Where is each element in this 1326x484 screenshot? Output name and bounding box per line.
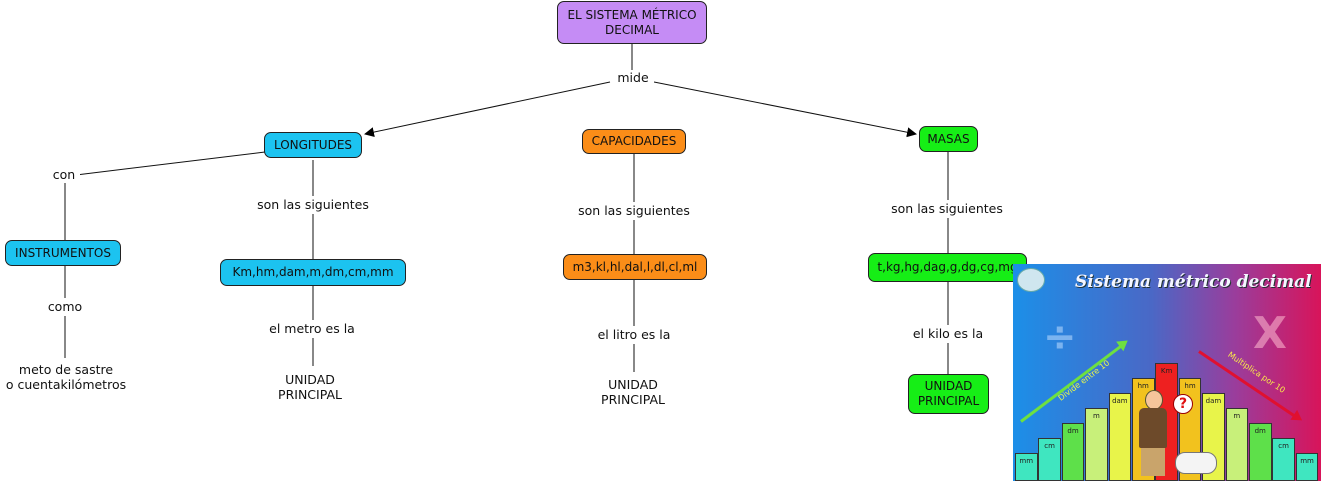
capacidades-node[interactable]: CAPACIDADES — [582, 129, 686, 154]
divide-icon: ÷ — [1043, 314, 1077, 360]
longitudes-unidad-line-1: UNIDAD — [285, 372, 335, 387]
illustration-title: Sistema métrico decimal — [1075, 272, 1312, 292]
capacidades-unidad-line-1: UNIDAD — [608, 377, 658, 392]
unit-bar-m: m — [1085, 408, 1108, 481]
question-mark-icon: ? — [1173, 394, 1193, 414]
unit-bar-label: dm — [1067, 427, 1079, 435]
root-concept-node[interactable]: EL SISTEMA MÉTRICO DECIMAL — [557, 1, 707, 44]
instrumentos-node[interactable]: INSTRUMENTOS — [5, 240, 121, 266]
unit-bar-label: hm — [1184, 382, 1196, 390]
instrument-example-line-1: meto de sastre — [18, 362, 114, 377]
unit-bar-label: dam — [1112, 397, 1128, 405]
link-son-las-siguientes-longitudes: son las siguientes — [252, 197, 374, 213]
unit-bar-mm: mm — [1015, 453, 1038, 481]
unit-bar-label: mm — [1300, 457, 1314, 465]
link-el-litro-es-la: el litro es la — [588, 327, 680, 343]
character-figure-icon — [1131, 390, 1175, 478]
unit-bar-m: m — [1225, 408, 1249, 481]
longitudes-units-node[interactable]: Km,hm,dam,m,dm,cm,mm — [220, 259, 406, 286]
masas-node[interactable]: MASAS — [919, 126, 978, 152]
unit-bar-label: m — [1093, 412, 1100, 420]
longitudes-node[interactable]: LONGITUDES — [264, 132, 362, 158]
unit-bar-label: m — [1233, 412, 1241, 420]
capacidades-units-node[interactable]: m3,kl,hl,dal,l,dl,cl,ml — [563, 254, 707, 280]
unit-bar-mm: mm — [1295, 453, 1319, 481]
longitudes-unidad-line-2: PRINCIPAL — [278, 387, 342, 402]
link-el-metro-es-la: el metro es la — [262, 321, 362, 337]
unit-bar-cm: cm — [1272, 438, 1295, 481]
unit-bar-dm: dm — [1061, 423, 1085, 481]
unit-bar-label: hm — [1137, 382, 1149, 390]
dog-figure-icon — [1175, 452, 1217, 474]
link-son-las-siguientes-masas: son las siguientes — [886, 201, 1008, 217]
masas-unidad-principal-node[interactable]: UNIDAD PRINCIPAL — [908, 374, 989, 414]
unit-bar-label: cm — [1278, 442, 1289, 450]
link-son-las-siguientes-capacidades: son las siguientes — [573, 203, 695, 219]
multiply-icon: X — [1253, 308, 1287, 359]
masas-unidad-line-1: UNIDAD — [924, 379, 973, 393]
link-mide: mide — [612, 70, 654, 86]
unit-bar-dam: dam — [1108, 393, 1132, 481]
unit-bar-label: mm — [1019, 457, 1034, 465]
metric-system-illustration: Sistema métrico decimal ÷ X Divide entre… — [1013, 264, 1321, 481]
publisher-logo-icon — [1017, 268, 1045, 292]
unit-bar-label: dam — [1205, 397, 1222, 405]
masas-unidad-line-2: PRINCIPAL — [917, 394, 980, 408]
unit-bar-label: dm — [1254, 427, 1266, 435]
unit-bar-cm: cm — [1038, 438, 1061, 481]
link-como: como — [44, 299, 86, 315]
unit-bar-label: cm — [1044, 442, 1055, 450]
unit-bar-label: Km — [1160, 367, 1173, 375]
link-el-kilo-es-la: el kilo es la — [906, 326, 990, 342]
link-con: con — [48, 167, 80, 183]
unit-bar-dm: dm — [1249, 423, 1272, 481]
capacidades-unidad-line-2: PRINCIPAL — [601, 392, 665, 407]
masas-units-node[interactable]: t,kg,hg,dag,g,dg,cg,mg — [868, 253, 1027, 282]
instrument-example-line-2: o cuentakilómetros — [5, 377, 127, 392]
divide-caption: Divide entre 10 — [1056, 358, 1112, 403]
